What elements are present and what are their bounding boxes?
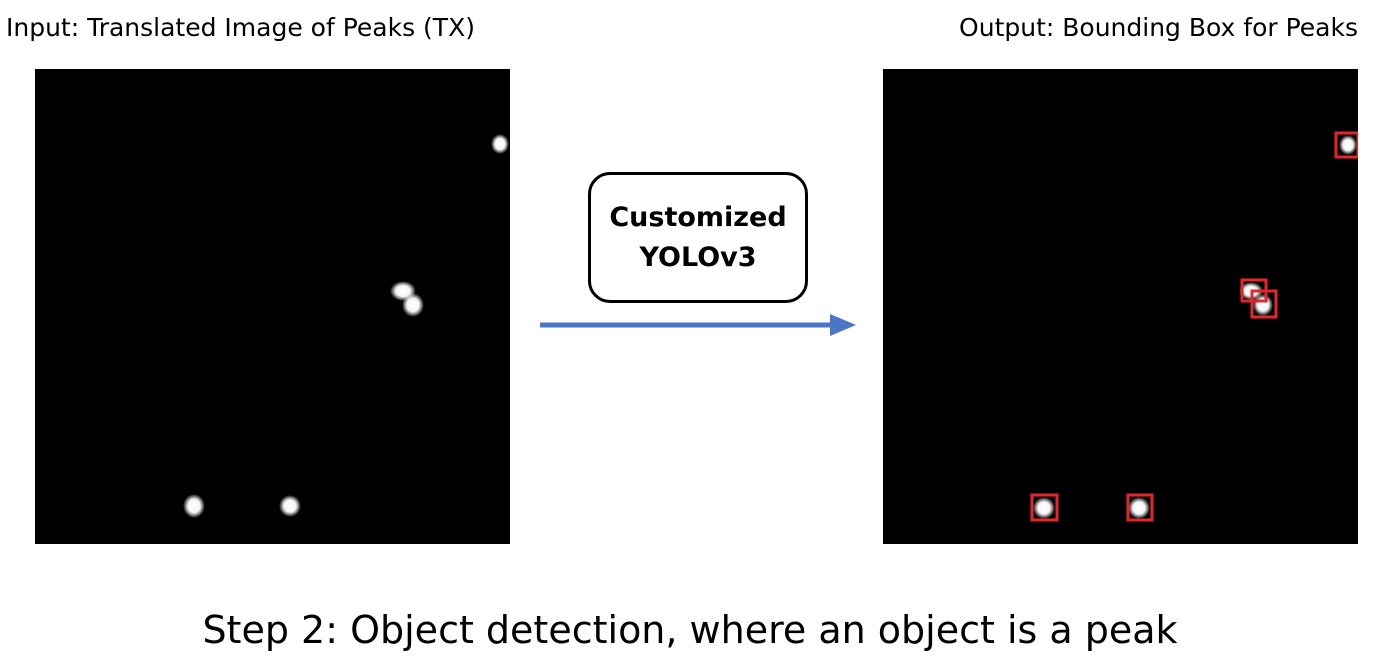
output-image	[883, 69, 1358, 544]
peak-cluster-b	[402, 293, 424, 317]
input-title: Input: Translated Image of Peaks (TX)	[6, 13, 475, 42]
peak-bottom-middle	[279, 495, 301, 517]
peak-cluster-b	[1253, 294, 1273, 316]
bounding-box-top-right	[1334, 131, 1358, 159]
output-title: Output: Bounding Box for Peaks	[959, 13, 1358, 42]
peak-top-right	[491, 134, 509, 154]
bounding-box-bottom-middle	[1126, 493, 1154, 522]
peak-top-right	[1339, 135, 1357, 155]
peak-bottom-left	[183, 494, 205, 518]
input-peaks-canvas	[35, 69, 510, 544]
peak-bottom-middle	[1128, 497, 1150, 519]
step-caption: Step 2: Object detection, where an objec…	[202, 608, 1178, 652]
output-peaks-canvas	[883, 69, 1358, 544]
peak-bottom-left	[1033, 497, 1055, 519]
model-box: Customized YOLOv3	[588, 172, 808, 303]
model-label: Customized YOLOv3	[609, 201, 787, 273]
bounding-box-bottom-left	[1030, 493, 1059, 522]
bounding-box-cluster-b	[1250, 289, 1278, 319]
arrow-right-icon	[540, 314, 856, 336]
input-image	[35, 69, 510, 544]
arrow-head	[830, 314, 856, 336]
